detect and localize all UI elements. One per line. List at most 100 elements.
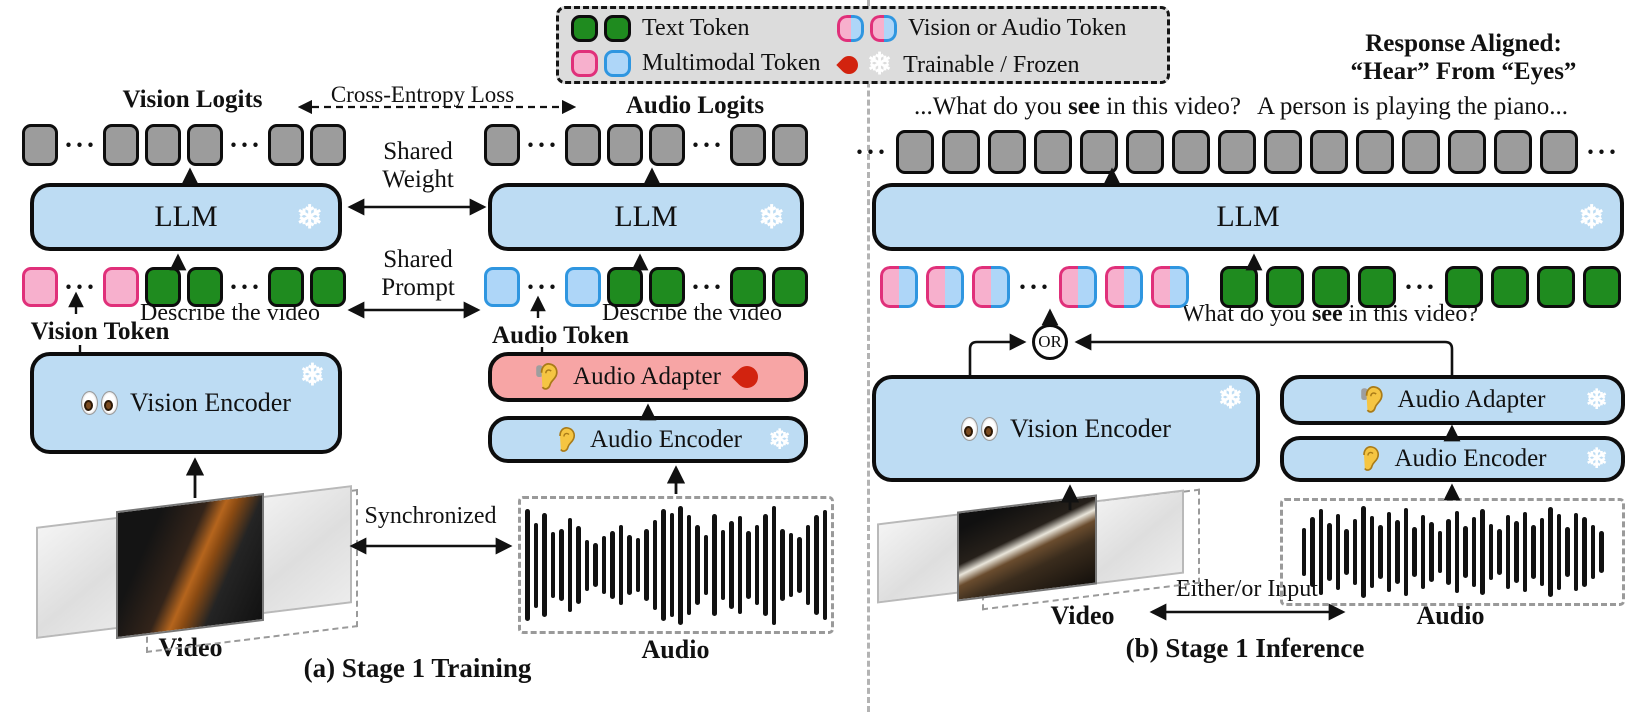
- ear-icon: [554, 426, 578, 454]
- eyes-icon: [81, 391, 119, 415]
- waveform-bar: [686, 515, 691, 615]
- audio-label-b: Audio: [1416, 601, 1485, 630]
- vision-encoder-label: Vision Encoder: [1010, 413, 1171, 443]
- snowflake-icon: ❄: [1578, 199, 1605, 235]
- waveform-bar: [720, 529, 725, 601]
- or-selector: OR: [1032, 324, 1068, 360]
- waveform-bar: [559, 528, 564, 602]
- response-aligned-heading: Response Aligned: “Hear” From “Eyes”: [1295, 30, 1632, 85]
- waveform-bar: [1599, 531, 1604, 573]
- eyes-icon: [961, 416, 999, 441]
- waveform-bar: [1548, 506, 1553, 598]
- gray-token: [268, 124, 305, 166]
- flame-icon: [731, 361, 763, 393]
- gray-token: [310, 124, 347, 166]
- legend-label: Vision or Audio Token: [908, 15, 1127, 41]
- snowflake-icon: ❄: [758, 199, 785, 235]
- green-token: [607, 267, 644, 307]
- waveform-bar: [703, 534, 708, 596]
- waveform-bar: [780, 528, 785, 602]
- ellipsis-dots: ···: [1586, 136, 1620, 167]
- video-label-b: Video: [1050, 601, 1115, 630]
- legend-swatches-text-token: [571, 15, 631, 42]
- vision-logits-token-row: ······: [22, 124, 347, 166]
- waveform-bar: [788, 533, 793, 597]
- pink-token: [22, 267, 58, 307]
- ellipsis-dots: ···: [1018, 271, 1052, 302]
- legend-item-multimodal-token: Multimodal Token: [571, 50, 821, 77]
- either-or-input-label: Either/or Input: [1176, 576, 1318, 602]
- waveform-bar: [610, 531, 615, 599]
- vision-or-audio-token: [837, 15, 864, 42]
- green-token: [1220, 266, 1259, 308]
- vision-or-audio-token: [1105, 266, 1144, 308]
- waveform-bar: [644, 528, 649, 602]
- blue-token: [484, 267, 520, 307]
- legend-swatches-vision-or-audio-token: [837, 15, 897, 42]
- caption-a: (a) Stage 1 Training: [303, 653, 532, 683]
- waveform-bar: [1403, 507, 1408, 597]
- waveform-bar: [652, 520, 657, 610]
- green-token: [730, 267, 767, 307]
- legend-box: Text Token Multimodal Token Vision or Au…: [556, 6, 1170, 84]
- vision-encoder-box-b: Vision Encoder ❄: [872, 375, 1260, 482]
- shared-weight-label: Shared Weight: [382, 138, 454, 193]
- waveform-bar: [1318, 508, 1323, 596]
- video-frame-piano: [957, 494, 1097, 602]
- vision-logits-label: Vision Logits: [122, 86, 263, 113]
- vision-or-audio-token: [926, 266, 964, 308]
- waveform-bar: [635, 538, 640, 592]
- waveform-bar: [1361, 506, 1366, 598]
- audio-encoder-box-b: Audio Encoder ❄: [1280, 436, 1625, 482]
- waveform-bar: [678, 505, 683, 625]
- response-aligned-line1: Response Aligned:: [1365, 30, 1562, 57]
- legend-label: Multimodal Token: [642, 50, 821, 76]
- waveform-bar: [576, 526, 581, 604]
- legend-swatches-trainable-frozen: ❄: [836, 50, 892, 80]
- ear-hearing-aid-icon: [535, 362, 561, 392]
- waveform-bar: [1301, 527, 1306, 577]
- waveform-bar: [1539, 518, 1544, 586]
- waveform-bar: [746, 531, 751, 599]
- green-token: [310, 267, 347, 307]
- gray-token: [772, 124, 809, 166]
- vision-to-or-arrow: [968, 333, 1027, 375]
- waveform-bar: [618, 524, 623, 606]
- waveform-bar: [737, 516, 742, 614]
- audio-waveform-b: [1280, 498, 1625, 606]
- audio-to-or-arrow: [1074, 333, 1454, 375]
- green-token: [1266, 266, 1305, 308]
- video-frame-guitar: [116, 492, 264, 640]
- qa-answer-text: A person is playing the piano...: [1256, 93, 1569, 120]
- waveform-bar: [754, 524, 759, 606]
- gray-token: [988, 130, 1026, 174]
- waveform-bar: [1505, 515, 1510, 589]
- waveform-bar: [1488, 523, 1493, 581]
- gray-token: [565, 124, 602, 166]
- green-token: [649, 267, 686, 307]
- waveform-bar: [1386, 511, 1391, 593]
- gray-token: [1172, 130, 1210, 174]
- legend-item-text-token: Text Token: [571, 15, 750, 42]
- snowflake-icon: ❄: [1585, 443, 1608, 474]
- waveform-bar: [1582, 517, 1587, 587]
- gray-token: [484, 124, 520, 166]
- ellipsis-dots: ···: [854, 136, 888, 167]
- caption-b: (b) Stage 1 Inference: [1125, 633, 1365, 663]
- ellipsis-dots: ···: [691, 129, 725, 160]
- waveform-bar: [669, 512, 674, 618]
- gray-token: [1356, 130, 1394, 174]
- waveform-bar: [1335, 514, 1340, 590]
- waveform-bar: [729, 521, 734, 609]
- gray-token: [145, 124, 182, 166]
- llm-label: LLM: [154, 200, 218, 233]
- audio-logits-token-row: ······: [484, 124, 809, 166]
- green-token: [1583, 266, 1622, 308]
- legend-label: Text Token: [642, 15, 750, 41]
- gray-token: [607, 124, 644, 166]
- audio-adapter-label: Audio Adapter: [573, 363, 721, 390]
- llm-box-vision: LLM ❄: [30, 183, 342, 251]
- blue-token: [565, 267, 602, 307]
- waveform-bar: [822, 510, 827, 620]
